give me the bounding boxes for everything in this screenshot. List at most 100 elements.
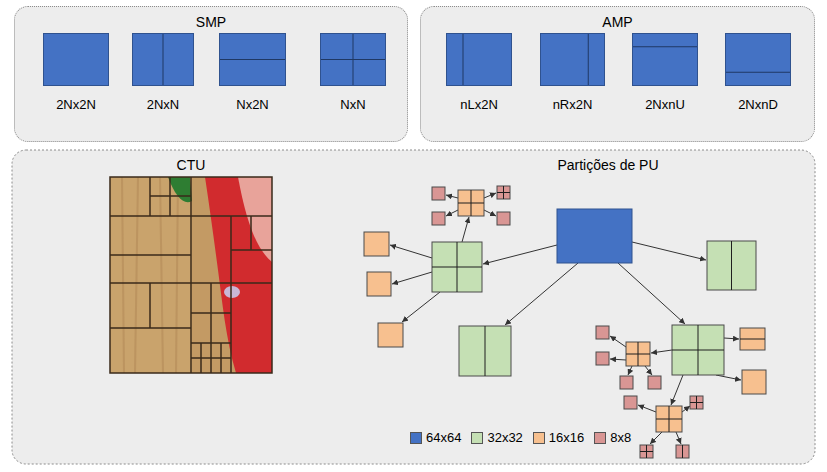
split-lines xyxy=(220,34,285,85)
split-lines xyxy=(726,34,790,85)
pu-partition-tree-part xyxy=(483,245,557,264)
pu-partition-tree-part xyxy=(497,212,510,225)
split-lines xyxy=(447,34,511,85)
split-line xyxy=(726,72,790,73)
pu-partition-tree-part xyxy=(672,325,724,375)
partition-block: 2NxnU xyxy=(632,33,698,86)
ctu-image-part xyxy=(191,313,231,343)
pu-partition-tree-part xyxy=(690,396,703,409)
ctu-image-part xyxy=(110,177,192,373)
group-panel: AMPnLx2NnRx2N2NxnU2NxnD xyxy=(420,6,815,142)
split-lines xyxy=(44,34,108,85)
partition-block: nRx2N xyxy=(540,33,605,86)
ctu-image-part xyxy=(191,343,231,373)
partition-name: 2NxN xyxy=(147,97,180,112)
pu-partition-tree-part xyxy=(557,209,632,263)
split-line xyxy=(633,46,697,47)
pu-partition-tree-part xyxy=(682,445,683,458)
split-line xyxy=(163,34,164,85)
split-line xyxy=(220,59,285,60)
pu-partition-tree-part xyxy=(458,190,484,216)
pu-partition-tree-part xyxy=(367,272,391,296)
pu-partition-tree-part xyxy=(596,352,609,365)
pu-partition-tree-part xyxy=(740,328,765,350)
pu-partition-tree-part xyxy=(505,263,578,325)
split-lines xyxy=(633,34,697,85)
pu-partition-tree-part xyxy=(390,245,432,258)
legend-item: 16x16 xyxy=(533,430,584,445)
pu-partition-tree-part xyxy=(628,366,632,375)
pu-partition-tree-part xyxy=(402,292,440,322)
pu-partition-tree-part xyxy=(610,359,626,360)
pu-partition-tree-part xyxy=(432,242,482,292)
pu-partition-tree-part xyxy=(640,445,653,458)
ctu-image-part xyxy=(110,254,191,256)
split-lines xyxy=(321,34,385,85)
pu-partition-tree-part xyxy=(497,186,510,199)
pu-partition-tree-part xyxy=(432,187,445,200)
pu-partition-tree-part xyxy=(742,370,766,394)
legend-label: 32x32 xyxy=(487,430,522,445)
split-line xyxy=(321,59,385,60)
ctu-image-part xyxy=(110,283,191,328)
legend-item: 64x64 xyxy=(410,430,461,445)
partition-name: nRx2N xyxy=(553,97,593,112)
pu-partition-tree-part xyxy=(645,366,652,375)
pu-partition-tree-part xyxy=(648,376,661,389)
legend-swatch xyxy=(410,432,422,444)
bottom-panel-part xyxy=(12,150,815,464)
pu-partition-tree-part xyxy=(676,445,689,458)
pu-partition-tree-part xyxy=(626,342,650,366)
legend-label: 8x8 xyxy=(610,430,631,445)
pu-partition-tree-part xyxy=(462,217,469,242)
pu-partition-tree-part xyxy=(682,406,690,412)
pu-partition-tree-part xyxy=(651,350,672,353)
pu-partition-tree-part xyxy=(378,323,403,347)
pu-partition-tree-part xyxy=(620,376,633,389)
legend-item: 32x32 xyxy=(471,430,522,445)
pu-partition-tree-part xyxy=(364,232,389,256)
legend-label: 16x16 xyxy=(549,430,584,445)
pu-partition-tree-part xyxy=(596,326,609,339)
pu-partition-tree-part xyxy=(676,432,681,444)
pu-partition-tree-part xyxy=(632,242,706,260)
partition-block: 2Nx2N xyxy=(43,33,109,86)
legend-swatch xyxy=(471,432,483,444)
legend-item: 8x8 xyxy=(594,430,631,445)
panel-heading: SMP xyxy=(196,14,226,30)
pu-partition-tree-part xyxy=(485,326,486,376)
pu-partition-tree-part xyxy=(459,326,511,376)
pu-partition-tree-part xyxy=(432,212,445,225)
pu-partition-tree-part xyxy=(432,242,482,292)
pu-partition-tree-part xyxy=(740,339,765,340)
pu-partition-tree-part xyxy=(690,396,703,409)
pu-partition-tree-part xyxy=(484,193,496,198)
pu-partition-tree xyxy=(364,186,766,458)
ctu-image-part xyxy=(231,216,272,250)
pu-partition-tree-part xyxy=(484,210,496,216)
pu-partition-tree-part xyxy=(724,338,739,339)
ctu-image xyxy=(110,177,272,373)
partition-block: nLx2N xyxy=(446,33,512,86)
partition-block: 2NxnD xyxy=(725,33,791,86)
image-heading: CTU xyxy=(177,157,206,173)
pu-partition-tree-part xyxy=(650,432,662,444)
pu-partition-tree-part xyxy=(392,272,432,284)
ctu-image-part xyxy=(224,286,240,298)
partition-name: 2NxnD xyxy=(738,97,778,112)
pu-partition-tree-part xyxy=(716,375,741,380)
partition-block: Nx2N xyxy=(219,33,286,86)
pu-partition-tree-part xyxy=(672,325,724,375)
tree-heading: Partições de PU xyxy=(557,157,658,173)
partition-name: NxN xyxy=(340,97,365,112)
pu-partition-tree-part xyxy=(707,241,756,290)
pu-partition-tree-part xyxy=(458,190,484,216)
partition-name: nLx2N xyxy=(460,97,498,112)
pu-partition-tree-part xyxy=(656,406,682,432)
group-panel: SMP 2Nx2N 2NxN Nx2N NxN xyxy=(14,6,408,142)
pu-partition-tree-part xyxy=(446,195,458,198)
partition-block: 2NxN xyxy=(132,33,194,86)
pu-partition-tree-part xyxy=(497,186,510,199)
pu-partition-tree-part xyxy=(446,210,458,216)
pu-partition-tree-part xyxy=(610,336,626,347)
